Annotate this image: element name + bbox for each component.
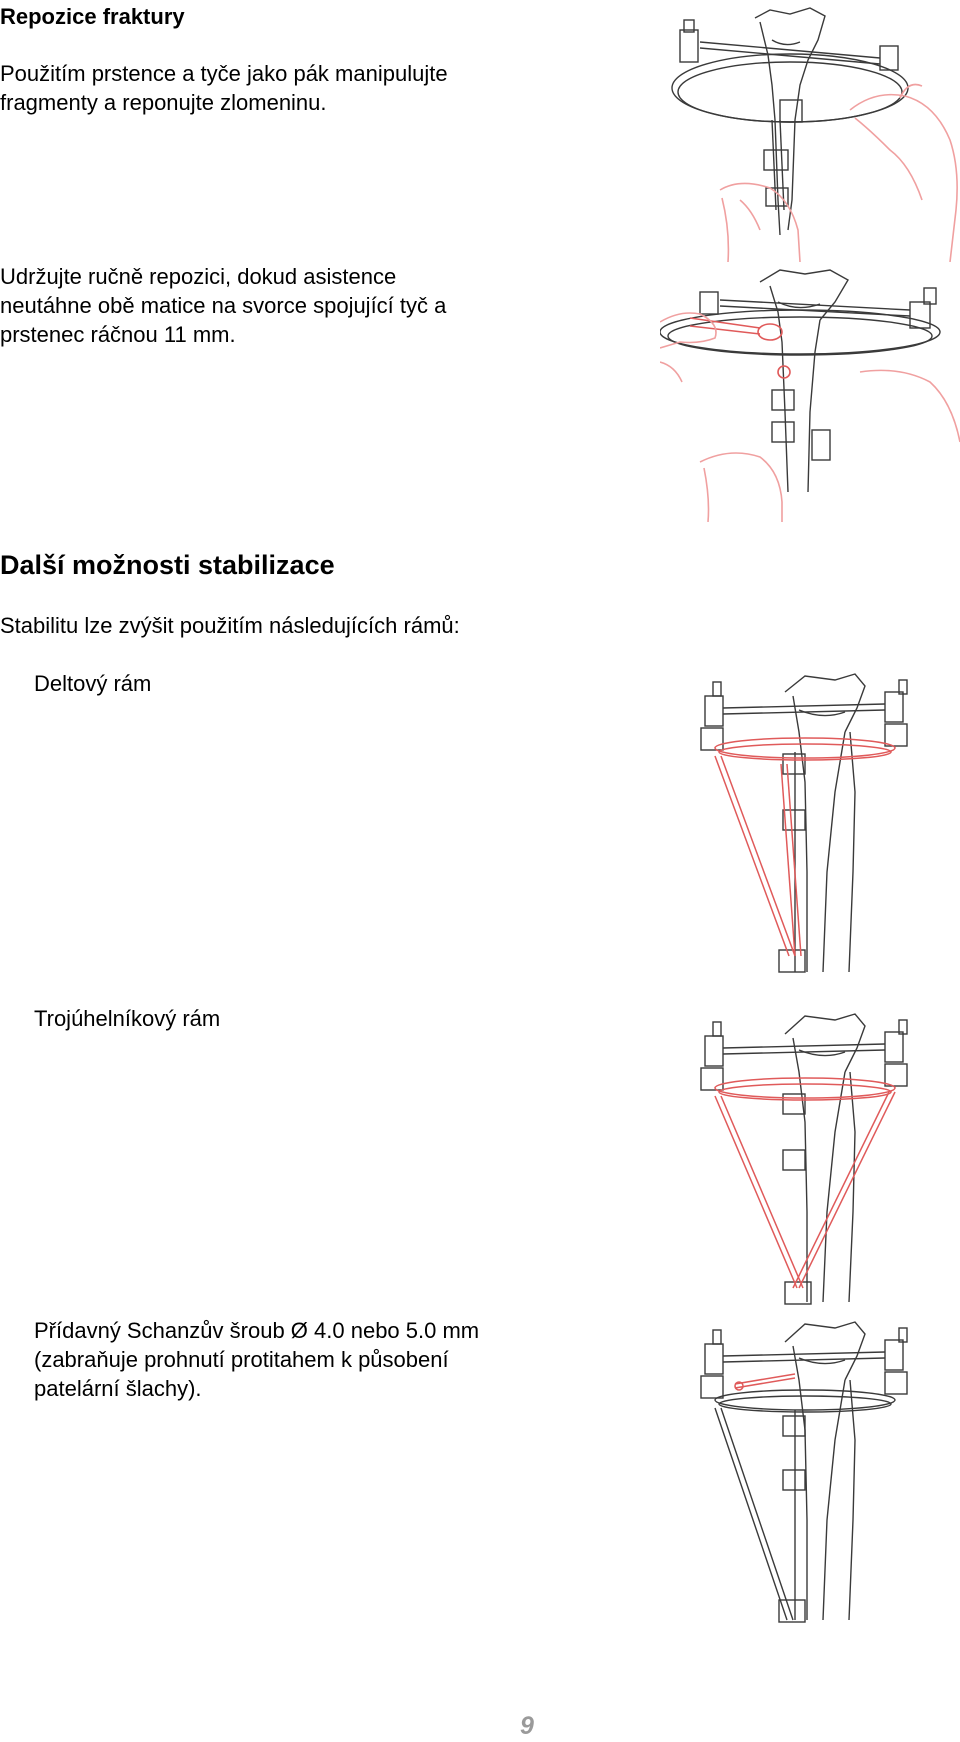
page-number: 9 <box>520 1712 534 1740</box>
figure-ratchet-tightening <box>660 262 960 522</box>
triangular-frame-label: Trojúhelníkový rám <box>34 1006 221 1031</box>
hold-reduction-text-line-1: Udržujte ručně repozici, dokud asistence <box>0 264 397 289</box>
section-heading-stabilization: Další možnosti stabilizace <box>0 550 335 580</box>
reduction-text-line-2: fragmenty a reponujte zlomeninu. <box>0 90 327 115</box>
figure-triangular-frame <box>695 1012 925 1314</box>
schanz-screw-text-line-3: patelární šlachy). <box>34 1376 202 1401</box>
hold-reduction-text-line-3: prstenec ráčnou 11 mm. <box>0 322 236 347</box>
stabilization-intro: Stabilitu lze zvýšit použitím následujíc… <box>0 613 460 638</box>
section-heading-reduction: Repozice fraktury <box>0 4 185 29</box>
reduction-text-line-1: Použitím prstence a tyče jako pák manipu… <box>0 61 448 86</box>
figure-delta-frame <box>695 672 925 994</box>
figure-additional-schanz-screw <box>695 1320 925 1645</box>
schanz-screw-text-line-1: Přídavný Schanzův šroub Ø 4.0 nebo 5.0 m… <box>34 1318 480 1343</box>
hold-reduction-text-line-2: neutáhne obě matice na svorce spojující … <box>0 293 447 318</box>
schanz-screw-text-line-2: (zabraňuje prohnutí protitahem k působen… <box>34 1347 449 1372</box>
delta-frame-label: Deltový rám <box>34 671 152 696</box>
figure-fracture-reduction-hands <box>660 0 960 262</box>
